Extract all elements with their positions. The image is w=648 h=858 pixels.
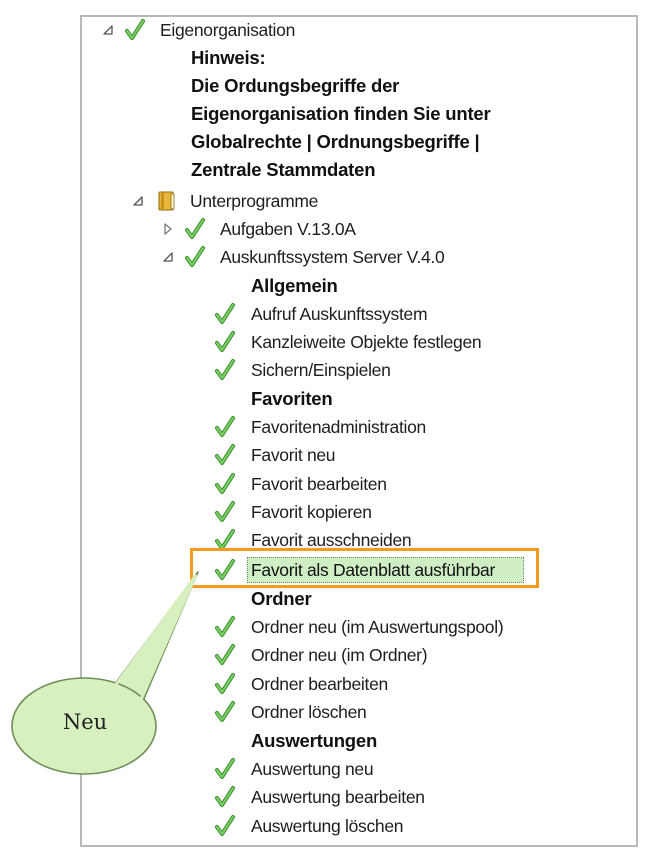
hint-line-3: Eigenorganisation finden Sie unter xyxy=(191,103,491,124)
tree-node-auskunftssystem[interactable]: Auskunftssystem Server V.4.0 xyxy=(156,243,516,271)
selection-highlight xyxy=(247,557,524,583)
tree-node-unterprogramme[interactable]: Unterprogramme xyxy=(126,187,426,215)
node-label: Unterprogramme xyxy=(190,191,319,211)
tree-item-ordner-neu-ordner[interactable]: Ordner neu (im Ordner) xyxy=(214,641,534,669)
item-label: Favorit als Datenblatt ausführbar xyxy=(251,560,495,580)
hint-line-2: Die Ordungsbegriffe der xyxy=(191,75,400,96)
callout-label: Neu xyxy=(62,710,108,734)
group-heading-auswertungen: Auswertungen xyxy=(251,730,378,751)
tree-item-fav-admin[interactable]: Favoritenadministration xyxy=(214,413,534,441)
tree-item-fav-ausschneiden[interactable]: Favorit ausschneiden xyxy=(214,526,534,548)
item-label: Favorit kopieren xyxy=(251,502,372,522)
hint-line-5: Zentrale Stammdaten xyxy=(191,159,376,180)
item-label: Ordner bearbeiten xyxy=(251,674,388,694)
highlight-frame xyxy=(190,548,539,588)
item-label: Sichern/Einspielen xyxy=(251,360,391,380)
group-heading-allgemein: Allgemein xyxy=(251,275,338,296)
tree-item-kanzleiweite[interactable]: Kanzleiweite Objekte festlegen xyxy=(214,328,534,356)
tree-item-fav-neu[interactable]: Favorit neu xyxy=(214,441,534,469)
group-heading-ordner: Ordner xyxy=(251,588,312,609)
item-label: Kanzleiweite Objekte festlegen xyxy=(251,332,482,352)
item-label: Favorit ausschneiden xyxy=(251,530,412,548)
tree-panel xyxy=(80,15,638,847)
tree-item-ausw-loeschen[interactable]: Auswertung löschen xyxy=(214,812,534,840)
tree-item-aufruf[interactable]: Aufruf Auskunftssystem xyxy=(214,300,534,328)
tree-item-ausw-bearbeiten[interactable]: Auswertung bearbeiten xyxy=(214,783,534,811)
item-label: Ordner neu (im Ordner) xyxy=(251,645,428,665)
item-label: Auswertung bearbeiten xyxy=(251,787,425,807)
tree-node-eigenorganisation[interactable]: Eigenorganisation xyxy=(96,16,396,44)
item-label: Auswertung neu xyxy=(251,759,374,779)
tree-node-aufgaben[interactable]: Aufgaben V.13.0A xyxy=(156,215,456,243)
hint-line-1: Hinweis: xyxy=(191,47,266,68)
item-label: Favorit neu xyxy=(251,445,336,465)
node-label: Auskunftssystem Server V.4.0 xyxy=(220,247,445,267)
book-icon xyxy=(158,191,175,211)
tree-item-ausw-neu[interactable]: Auswertung neu xyxy=(214,755,534,783)
tree-item-fav-datenblatt[interactable]: Favorit als Datenblatt ausführbar xyxy=(214,556,534,584)
item-label: Auswertung löschen xyxy=(251,816,404,836)
item-label: Aufruf Auskunftssystem xyxy=(251,304,428,324)
item-label: Favoritenadministration xyxy=(251,417,426,437)
tree-item-ordner-loeschen[interactable]: Ordner löschen xyxy=(214,698,534,726)
node-label: Aufgaben V.13.0A xyxy=(220,219,356,239)
tree-item-ordner-neu-pool[interactable]: Ordner neu (im Auswertungspool) xyxy=(214,613,544,641)
hint-line-4: Globalrechte | Ordnungsbegriffe | xyxy=(191,131,480,152)
group-heading-favoriten: Favoriten xyxy=(251,388,333,409)
node-label: Eigenorganisation xyxy=(160,20,296,40)
item-label: Ordner neu (im Auswertungspool) xyxy=(251,617,504,637)
item-label: Ordner löschen xyxy=(251,702,367,722)
tree-item-fav-bearbeiten[interactable]: Favorit bearbeiten xyxy=(214,470,534,498)
tree-item-fav-kopieren[interactable]: Favorit kopieren xyxy=(214,498,534,526)
tree-item-sichern[interactable]: Sichern/Einspielen xyxy=(214,356,534,384)
tree-item-ordner-bearbeiten[interactable]: Ordner bearbeiten xyxy=(214,670,534,698)
item-label: Favorit bearbeiten xyxy=(251,474,387,494)
